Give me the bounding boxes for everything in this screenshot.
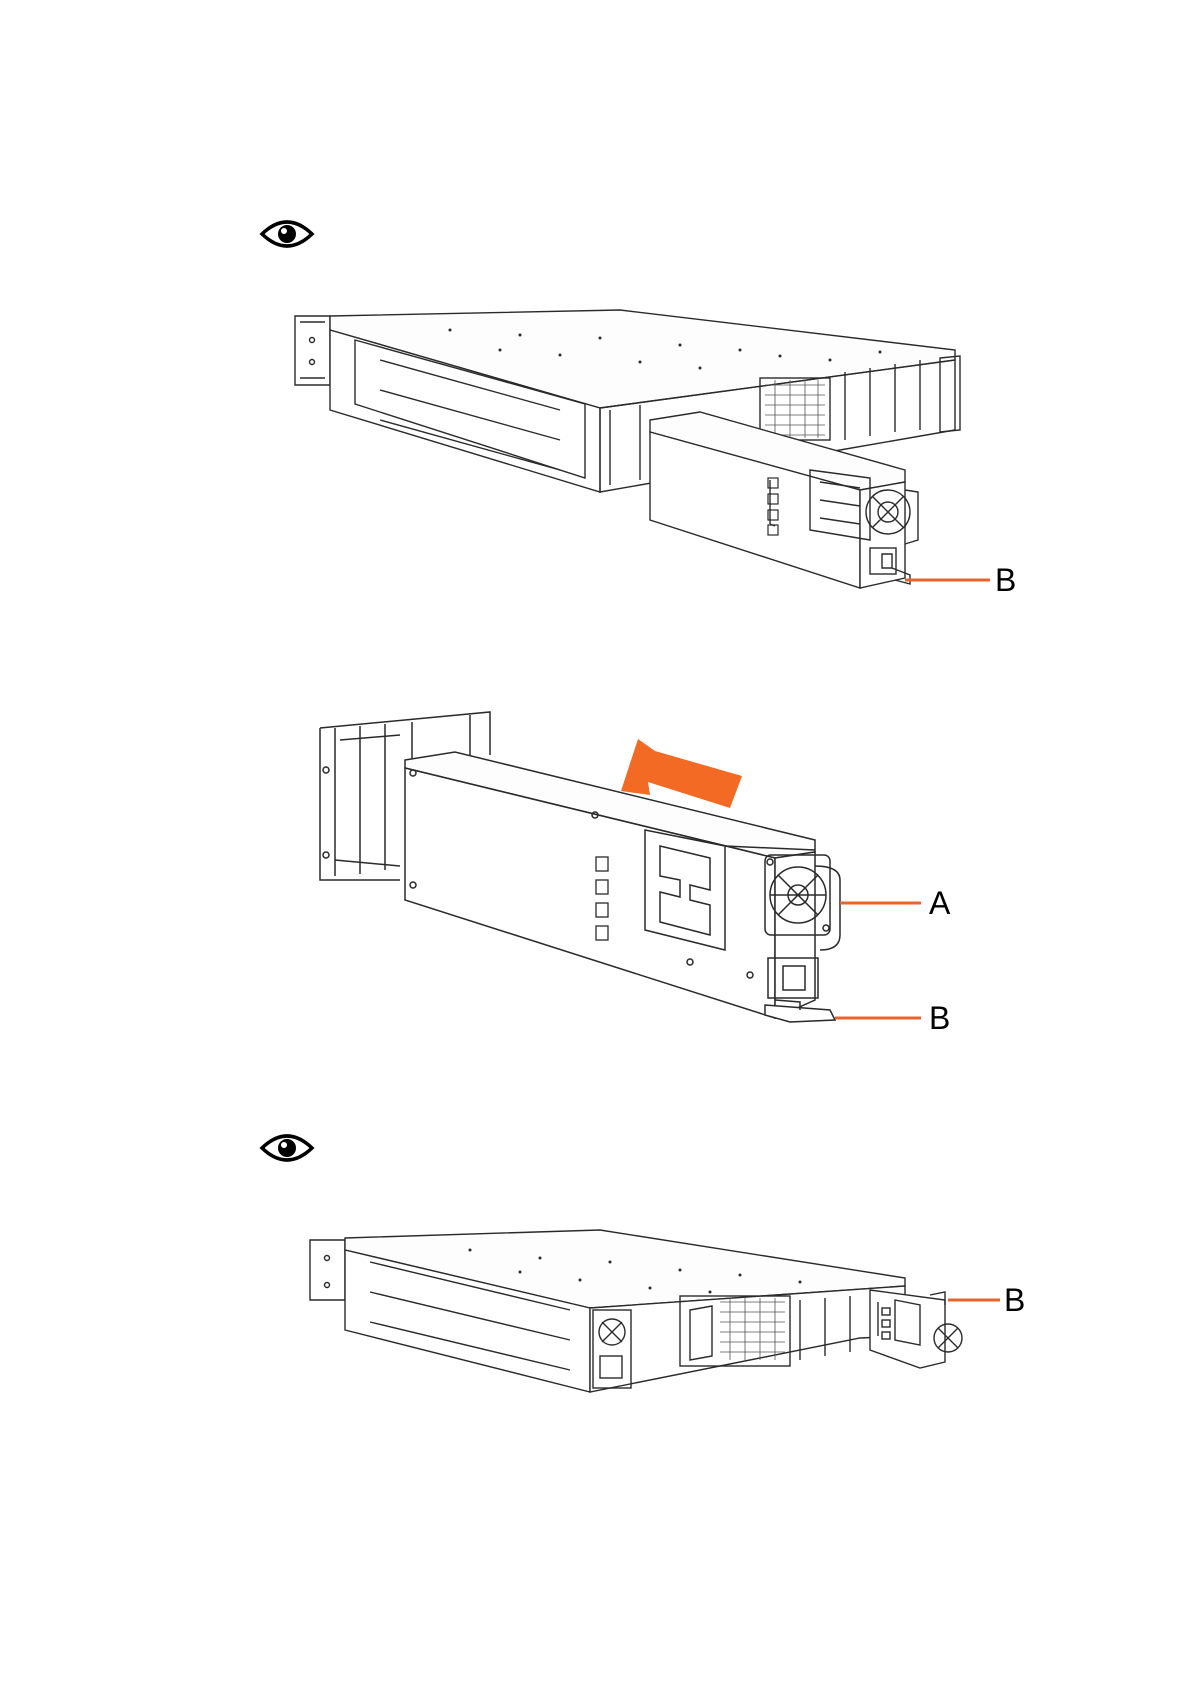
figure-1-chassis-psu-partial (295, 310, 960, 588)
callout-letter: B (929, 1000, 950, 1036)
callout-letter: A (929, 885, 951, 921)
figure-2-callout-b: B (835, 1000, 950, 1036)
eye-icon (262, 1136, 312, 1160)
figure-3-callout-b: B (948, 1282, 1025, 1318)
eye-icon (262, 222, 312, 246)
callout-letter: B (995, 562, 1016, 598)
figure-1-callout-b: B (905, 562, 1016, 598)
figure-2-callout-a: A (840, 885, 951, 921)
figure-2-psu-closeup (320, 712, 840, 1022)
figure-3-chassis-psu-inserted (310, 1230, 962, 1392)
callout-letter: B (1004, 1282, 1025, 1318)
